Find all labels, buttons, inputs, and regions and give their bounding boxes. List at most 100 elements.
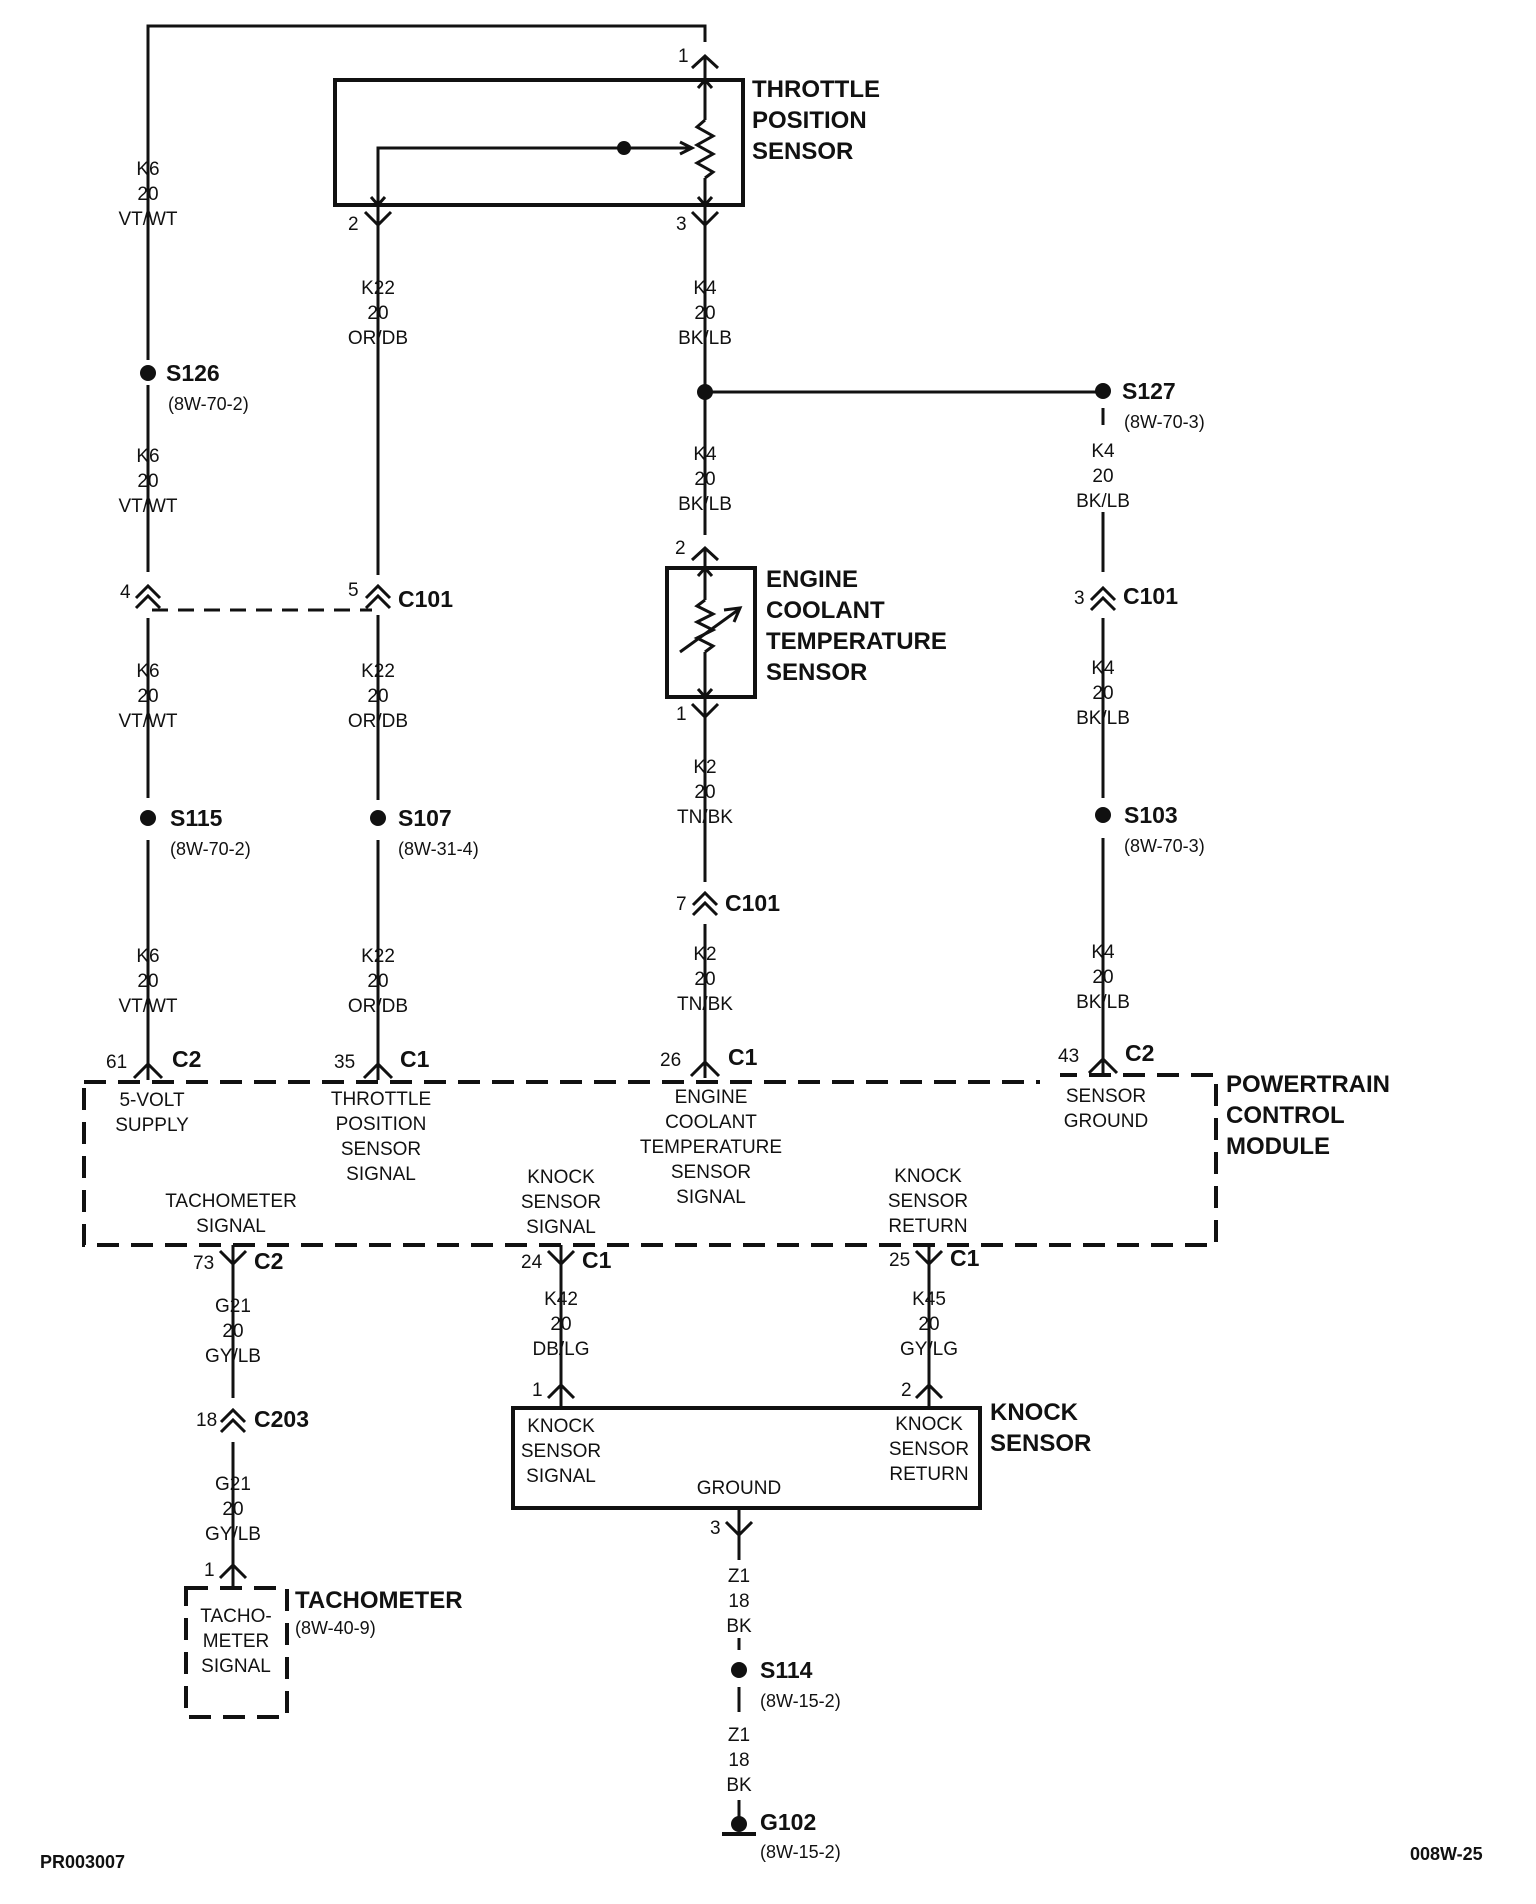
g21-label-1b: 20	[222, 1321, 243, 1342]
k2-label-2a: K2	[693, 944, 716, 965]
pcm-ect-2: COOLANT	[665, 1112, 757, 1133]
k6-label-2c: VT/WT	[118, 496, 177, 517]
knock-return-1: KNOCK	[895, 1414, 963, 1435]
wire-labels: K6 20 VT/WT K6 20 VT/WT K6 20 VT/WT K6 2…	[118, 159, 1129, 1796]
z1-label-1c: BK	[726, 1616, 752, 1637]
knock-pin-2: 2	[901, 1380, 912, 1401]
pcm-ks-sig-3: SIGNAL	[526, 1217, 596, 1238]
c101-label-c: C101	[725, 890, 780, 916]
pcm-tach-2: SIGNAL	[196, 1216, 266, 1237]
splice-s103-dot	[1095, 807, 1111, 823]
ects-pin-1: 1	[676, 704, 687, 725]
splice-s115-ref: (8W-70-2)	[170, 839, 251, 859]
c101-label-b: C101	[1123, 583, 1178, 609]
splice-s107-dot	[370, 810, 386, 826]
k4-label-2b: 20	[694, 469, 715, 490]
wire-lines	[146, 24, 1105, 1825]
ground-name: G102	[760, 1809, 816, 1835]
k6-label-3a: K6	[136, 661, 159, 682]
k4-label-3a: K4	[1091, 441, 1115, 462]
splice-s103: S103	[1124, 802, 1178, 828]
k2-label-2c: TN/BK	[677, 994, 733, 1015]
pcm-ks-ret-3: RETURN	[888, 1216, 967, 1237]
pcm-5v-2: SUPPLY	[115, 1115, 189, 1136]
k4-label-1a: K4	[693, 278, 717, 299]
pcm-tps-2: POSITION	[336, 1114, 427, 1135]
ects-pin-2: 2	[675, 538, 686, 559]
c101-pin-3: 3	[1074, 588, 1085, 609]
pcm-pin-24: 24	[521, 1252, 543, 1273]
pcm-tps-4: SIGNAL	[346, 1164, 416, 1185]
splice-s127-ref: (8W-70-3)	[1124, 412, 1205, 432]
splice-s114: S114	[760, 1657, 813, 1683]
splice-s103-ref: (8W-70-3)	[1124, 836, 1205, 856]
k6-label-3c: VT/WT	[118, 711, 177, 732]
pcm-ect-4: SENSOR	[671, 1162, 751, 1183]
powertrain-control-module: POWERTRAIN CONTROL MODULE 5-VOLT SUPPLY …	[82, 1071, 1390, 1247]
g21-label-1a: G21	[215, 1296, 251, 1317]
k4-label-4b: 20	[1092, 683, 1113, 704]
pcm-ect-5: SIGNAL	[676, 1187, 746, 1208]
pcm-pin-73: 73	[193, 1253, 214, 1274]
k22-label-1b: 20	[367, 303, 388, 324]
k6-label-1b: 20	[137, 184, 158, 205]
c2-label-c: C2	[254, 1248, 283, 1274]
tps-pins: 1 2 3	[348, 46, 720, 235]
z1-label-1b: 18	[728, 1591, 749, 1612]
c101-connectors: 4 5 C101 3 C101 7 C101	[120, 580, 1178, 917]
k6-label-1c: VT/WT	[118, 209, 177, 230]
c203-pin-18: 18	[196, 1410, 217, 1431]
footer-right: 008W-25	[1410, 1844, 1483, 1864]
splice-s127: S127	[1122, 378, 1176, 404]
knock-title-2: SENSOR	[990, 1430, 1091, 1457]
pcm-title-3: MODULE	[1226, 1133, 1330, 1160]
k42-label-b: 20	[550, 1314, 571, 1335]
k4-label-4c: BK/LB	[1076, 708, 1130, 729]
k4-label-3b: 20	[1092, 466, 1113, 487]
ground-ref: (8W-15-2)	[760, 1842, 841, 1862]
splice-s114-dot	[731, 1662, 747, 1678]
k6-label-2a: K6	[136, 446, 159, 467]
splice-s126: S126	[166, 360, 220, 386]
k6-label-4c: VT/WT	[118, 996, 177, 1017]
k2-label-1b: 20	[694, 782, 715, 803]
pcm-ks-ret-2: SENSOR	[888, 1191, 968, 1212]
pcm-ks-sig-1: KNOCK	[527, 1167, 595, 1188]
pcm-gnd-1: SENSOR	[1066, 1086, 1146, 1107]
pcm-tps-1: THROTTLE	[331, 1089, 431, 1110]
ects-title-1: ENGINE	[766, 566, 858, 593]
c101-pin-5: 5	[348, 580, 359, 601]
tps-title-3: SENSOR	[752, 138, 853, 165]
k4-label-2a: K4	[693, 444, 717, 465]
k45-label-b: 20	[918, 1314, 939, 1335]
pcm-tach-1: TACHOMETER	[165, 1191, 297, 1212]
z1-label-2c: BK	[726, 1775, 752, 1796]
pcm-top-pins: 61 C2 35 C1 26 C1 43 C2	[106, 1012, 1154, 1080]
c2-label-a: C2	[172, 1046, 201, 1072]
k6-label-2b: 20	[137, 471, 158, 492]
splice-s115: S115	[170, 805, 223, 831]
engine-coolant-temperature-sensor: ENGINE COOLANT TEMPERATURE SENSOR 2 1	[665, 538, 947, 725]
knock-return-3: RETURN	[889, 1464, 968, 1485]
k22-label-3c: OR/DB	[348, 996, 408, 1017]
footer-left: PR003007	[40, 1852, 125, 1872]
tach-pin-1: 1	[204, 1560, 215, 1581]
k4-label-5c: BK/LB	[1076, 992, 1130, 1013]
c1-label-b: C1	[728, 1044, 758, 1070]
pcm-ks-sig-2: SENSOR	[521, 1192, 601, 1213]
knock-signal-1: KNOCK	[527, 1416, 595, 1437]
k4-label-5b: 20	[1092, 967, 1113, 988]
k22-label-3a: K22	[361, 946, 395, 967]
knock-sensor: 1 2 KNOCK SENSOR SIGNAL KNOCK SENSOR RET…	[511, 1380, 1091, 1540]
k4-label-2c: BK/LB	[678, 494, 732, 515]
splice-s115-dot	[140, 810, 156, 826]
splice-s107: S107	[398, 805, 452, 831]
pcm-bottom-pins: 73 C2 24 C1 25 C1	[193, 1245, 980, 1275]
tach-ref: (8W-40-9)	[295, 1618, 376, 1638]
c203-label: C203	[254, 1406, 309, 1432]
knock-ground: GROUND	[697, 1478, 781, 1499]
z1-label-1a: Z1	[728, 1566, 750, 1587]
pcm-gnd-2: GROUND	[1064, 1111, 1148, 1132]
k22-label-1c: OR/DB	[348, 328, 408, 349]
